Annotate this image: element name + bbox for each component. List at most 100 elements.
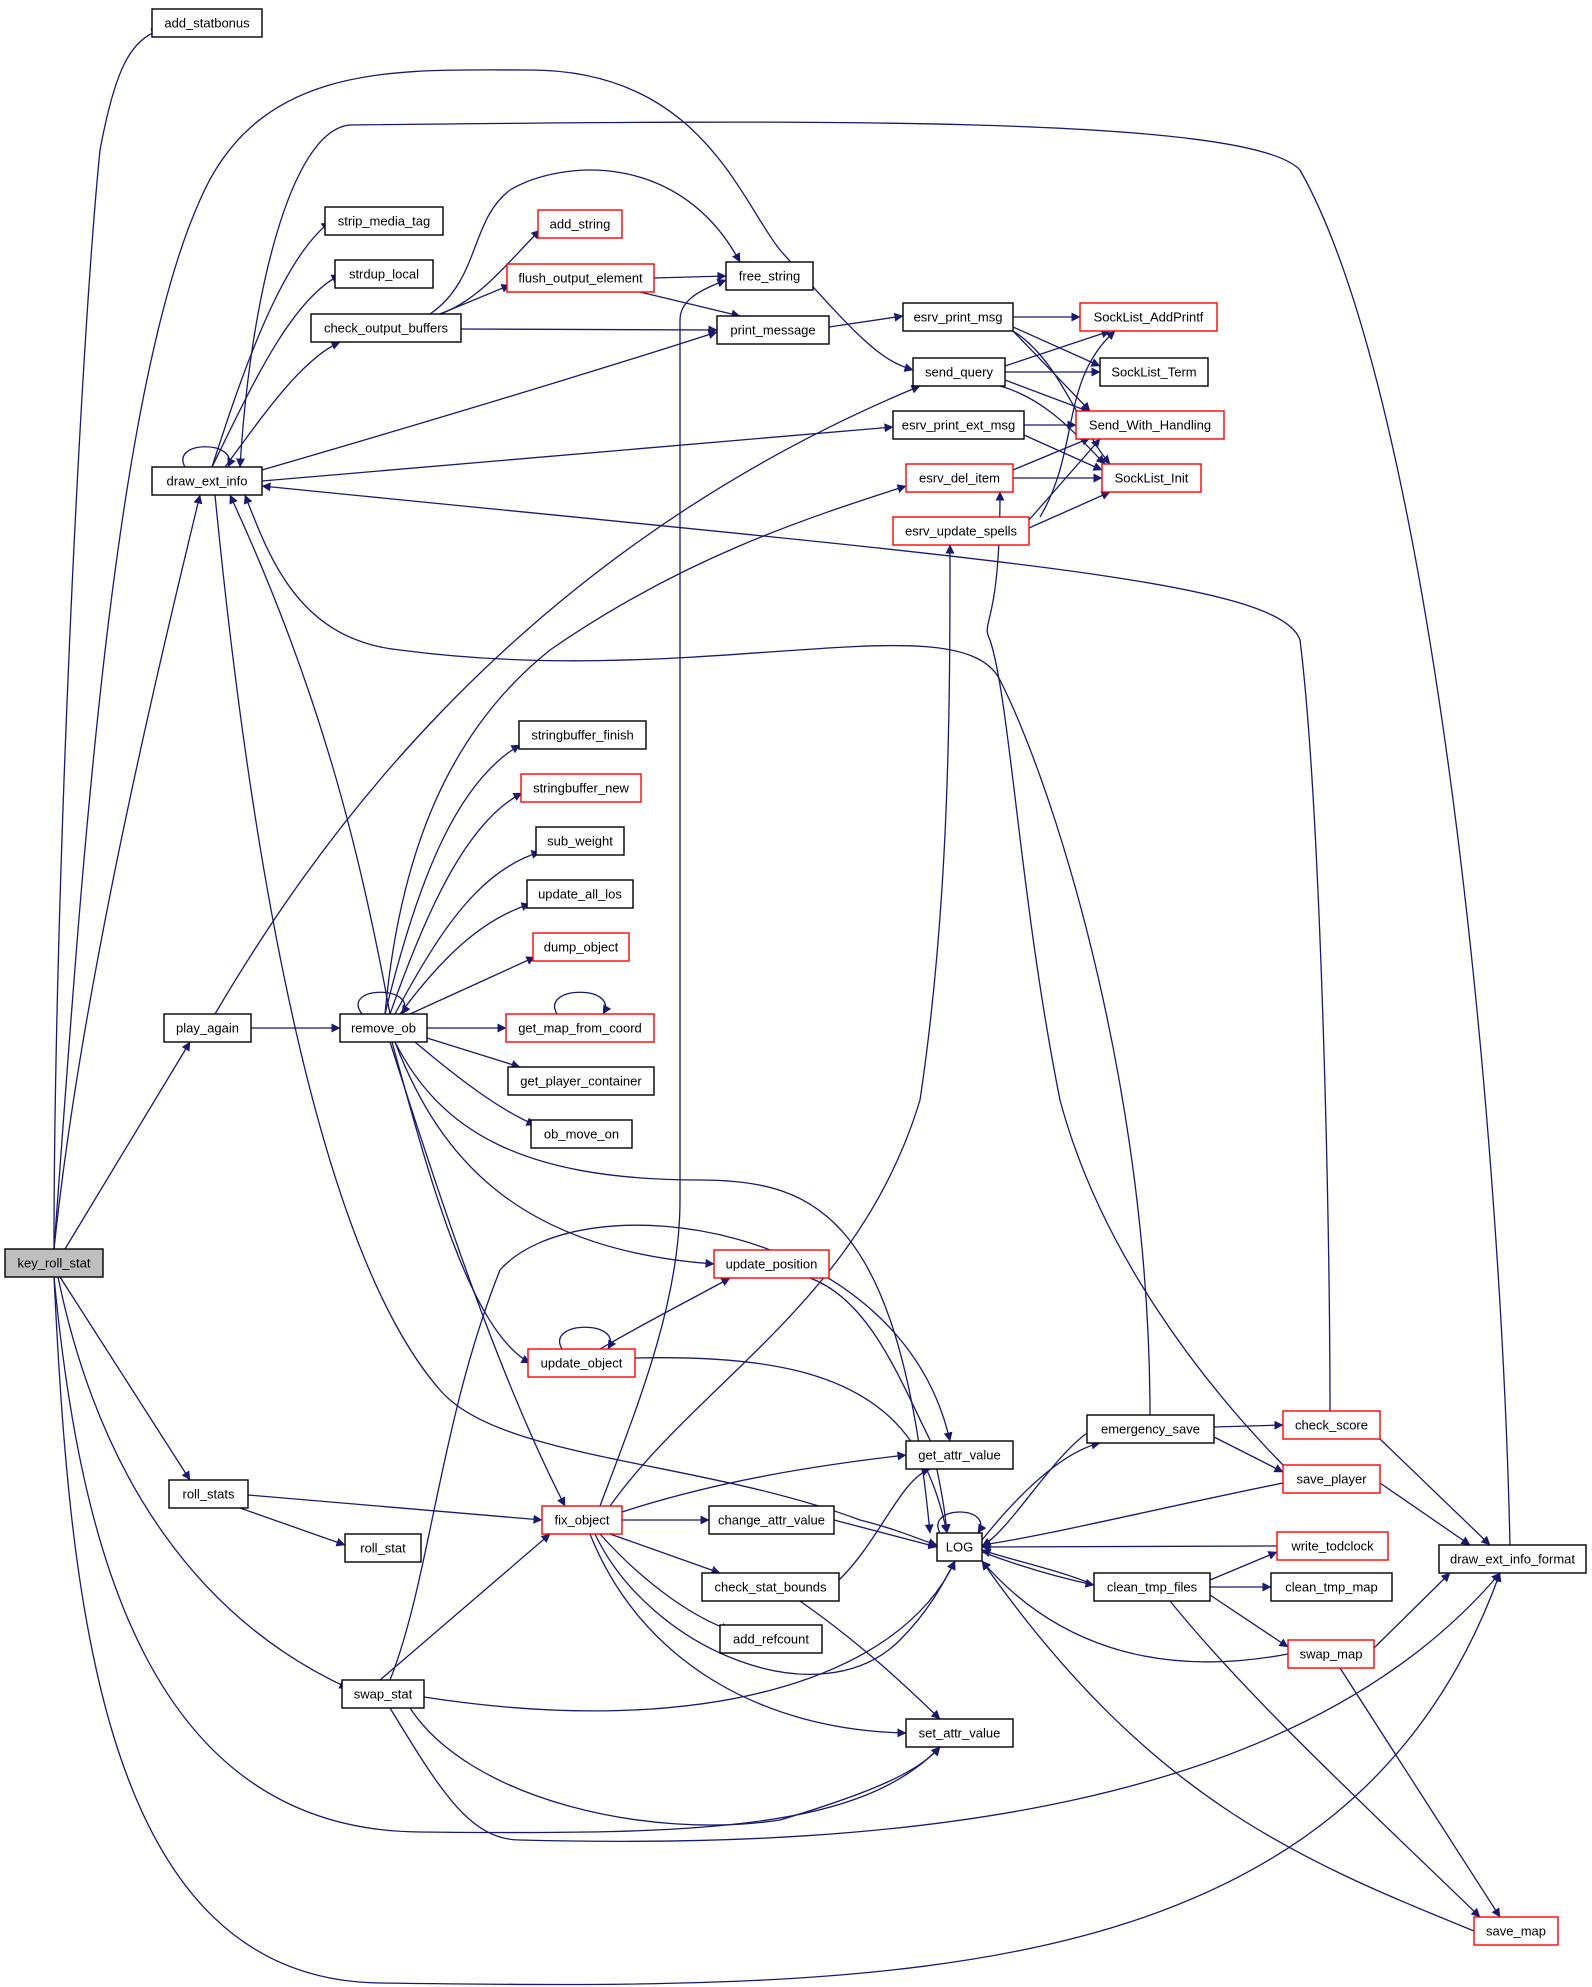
node-label-write_todclock: write_todclock [1290,1539,1374,1554]
node-emergency_save[interactable]: emergency_save [1086,1414,1215,1444]
node-SockList_Init[interactable]: SockList_Init [1101,463,1202,493]
node-label-sub_weight: sub_weight [547,834,613,849]
node-label-LOG: LOG [946,1540,973,1555]
node-add_refcount[interactable]: add_refcount [719,1624,823,1654]
node-free_string[interactable]: free_string [725,261,814,291]
node-label-esrv_print_msg: esrv_print_msg [914,310,1003,325]
node-clean_tmp_map[interactable]: clean_tmp_map [1270,1572,1393,1602]
edge-draw_ext_info-to-esrv_print_ext_msg [261,423,894,482]
node-get_attr_value[interactable]: get_attr_value [905,1440,1014,1470]
node-add_string[interactable]: add_string [537,209,623,239]
edge-clean_tmp_files-to-write_todclock [1209,1551,1278,1581]
node-set_attr_value[interactable]: set_attr_value [905,1718,1014,1748]
node-flush_output_element[interactable]: flush_output_element [506,263,655,293]
node-stringbuffer_finish[interactable]: stringbuffer_finish [518,720,647,750]
node-key_roll_stat[interactable]: key_roll_stat [4,1248,104,1278]
node-SockList_AddPrintf[interactable]: SockList_AddPrintf [1079,302,1218,332]
edge-fix_object-to-add_refcount [599,1533,731,1632]
edge-key_roll_stat-to-draw_ext_info_format [53,1276,1502,1986]
node-draw_ext_info[interactable]: draw_ext_info [151,466,263,496]
edge-check_output_buffers-to-free_string [429,169,741,315]
node-get_player_container[interactable]: get_player_container [507,1066,655,1096]
node-esrv_print_ext_msg[interactable]: esrv_print_ext_msg [892,410,1025,440]
node-send_query[interactable]: send_query [912,357,1006,387]
node-sub_weight[interactable]: sub_weight [535,826,625,856]
node-swap_map[interactable]: swap_map [1287,1639,1375,1669]
node-label-SockList_AddPrintf: SockList_AddPrintf [1094,310,1204,325]
node-box-strdup_local [334,259,434,289]
node-SockList_Term[interactable]: SockList_Term [1099,357,1209,387]
node-change_attr_value[interactable]: change_attr_value [708,1505,835,1535]
edge-remove_ob-to-remove_ob [357,991,411,1015]
node-strip_media_tag[interactable]: strip_media_tag [324,206,444,236]
node-add_statbonus[interactable]: add_statbonus [151,8,263,38]
edge-check_stat_bounds-to-set_attr_value [799,1600,941,1720]
node-check_output_buffers[interactable]: check_output_buffers [310,313,462,343]
edge-remove_ob-to-get_player_container [426,1037,521,1069]
edge-swap_map-to-save_map [1339,1667,1501,1918]
node-roll_stats[interactable]: roll_stats [168,1479,249,1509]
node-box-key_roll_stat [4,1248,104,1278]
node-update_position[interactable]: update_position [713,1249,830,1279]
edge-check_score-to-draw_ext_info [261,482,1331,1412]
node-box-ob_move_on [530,1119,633,1149]
edge-esrv_update_spells-to-SockList_AddPrintf [1039,330,1116,518]
node-esrv_del_item[interactable]: esrv_del_item [905,463,1014,493]
node-label-print_message: print_message [730,323,815,338]
node-fix_object[interactable]: fix_object [541,1505,623,1535]
node-esrv_update_spells[interactable]: esrv_update_spells [892,516,1030,546]
node-stringbuffer_new[interactable]: stringbuffer_new [520,773,642,803]
node-remove_ob[interactable]: remove_ob [339,1013,428,1043]
node-LOG[interactable]: LOG [936,1532,983,1562]
node-swap_stat[interactable]: swap_stat [341,1679,425,1709]
edge-change_attr_value-to-LOG [833,1519,938,1550]
node-write_todclock[interactable]: write_todclock [1276,1531,1389,1561]
node-box-swap_map [1287,1639,1375,1669]
edge-key_roll_stat-to-draw_ext_info [53,494,203,1250]
edge-swap_stat-to-LOG [423,1560,956,1712]
node-clean_tmp_files[interactable]: clean_tmp_files [1093,1572,1211,1602]
edge-emergency_save-to-draw_ext_info [243,494,1151,1416]
node-box-change_attr_value [708,1505,835,1535]
node-check_score[interactable]: check_score [1282,1410,1381,1440]
node-strdup_local[interactable]: strdup_local [334,259,434,289]
edge-draw_ext_info-to-strdup_local [211,274,341,468]
node-label-esrv_del_item: esrv_del_item [919,471,1000,486]
edge-flush_output_element-to-free_string [653,271,727,281]
edge-swap_stat-to-set_attr_value [409,1707,941,1826]
edge-check_stat_bounds-to-get_attr_value [838,1467,931,1581]
node-label-flush_output_element: flush_output_element [518,271,643,286]
node-label-strip_media_tag: strip_media_tag [338,214,431,229]
edge-fix_object-to-check_stat_bounds [609,1533,721,1575]
node-box-get_player_container [507,1066,655,1096]
node-label-update_position: update_position [726,1257,818,1272]
node-print_message[interactable]: print_message [716,315,830,345]
node-save_map[interactable]: save_map [1473,1916,1559,1946]
node-ob_move_on[interactable]: ob_move_on [530,1119,633,1149]
node-esrv_print_msg[interactable]: esrv_print_msg [902,302,1014,332]
node-save_player[interactable]: save_player [1282,1464,1381,1494]
edge-update_object-to-LOG [634,1357,950,1534]
node-box-check_stat_bounds [701,1572,840,1602]
edge-remove_ob-to-esrv_del_item [384,484,907,1015]
node-get_map_from_coord[interactable]: get_map_from_coord [505,1013,655,1043]
node-Send_With_Handling[interactable]: Send_With_Handling [1075,410,1225,440]
node-label-ob_move_on: ob_move_on [544,1127,619,1142]
node-label-draw_ext_info: draw_ext_info [167,474,248,489]
edge-swap_stat-to-get_attr_value [389,1224,953,1681]
node-dump_object[interactable]: dump_object [532,932,630,962]
node-play_again[interactable]: play_again [163,1013,252,1043]
edge-remove_ob-to-ob_move_on [414,1041,536,1126]
node-label-update_all_los: update_all_los [538,887,622,902]
node-box-fix_object [541,1505,623,1535]
node-update_object[interactable]: update_object [527,1348,636,1378]
edge-key_roll_stat-to-swap_stat [57,1276,349,1689]
node-draw_ext_info_format[interactable]: draw_ext_info_format [1438,1544,1587,1574]
node-check_stat_bounds[interactable]: check_stat_bounds [701,1572,840,1602]
edge-remove_ob-to-sub_weight [394,850,541,1015]
node-update_all_los[interactable]: update_all_los [526,879,634,909]
node-roll_stat[interactable]: roll_stat [344,1533,422,1563]
node-label-swap_map: swap_map [1300,1647,1363,1662]
edge-key_roll_stat-to-add_statbonus [53,28,161,1250]
node-box-save_player [1282,1464,1381,1494]
